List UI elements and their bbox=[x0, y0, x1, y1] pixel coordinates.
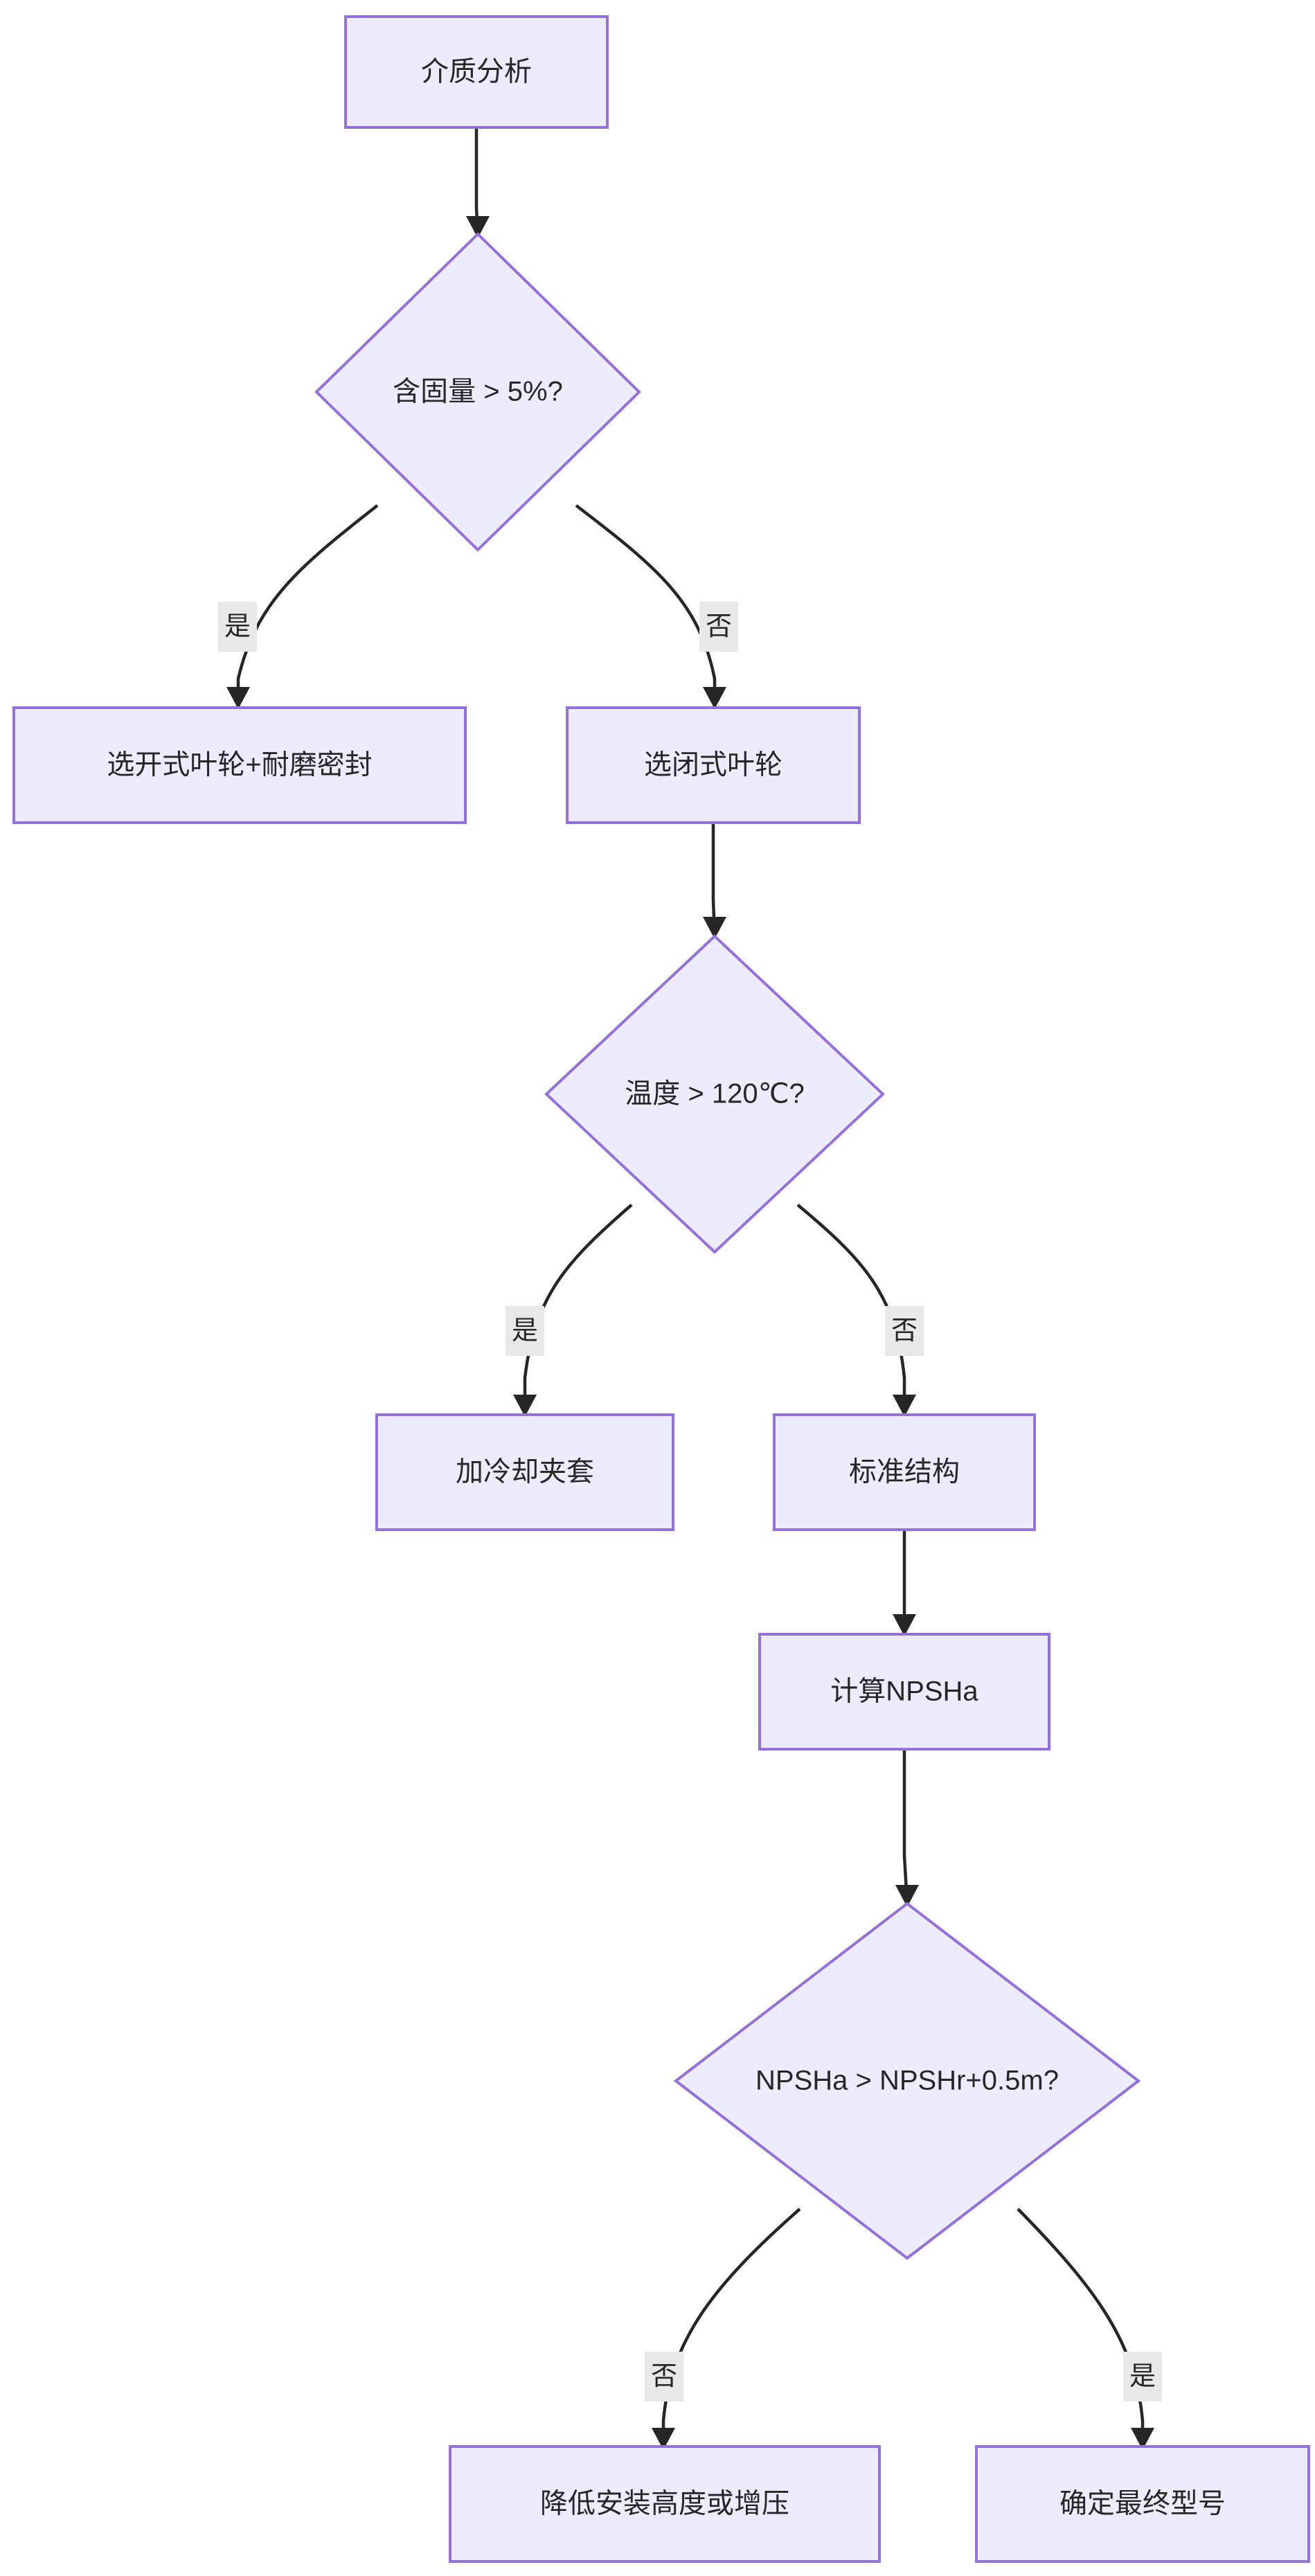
edge-label-text: 否 bbox=[651, 2362, 677, 2391]
flow-edge bbox=[703, 823, 726, 939]
process-box[interactable] bbox=[12, 706, 467, 824]
flow-node-n3[interactable]: 选开式叶轮+耐磨密封 bbox=[12, 706, 467, 824]
decision-diamond[interactable] bbox=[673, 1902, 1141, 2260]
edge-arrowhead bbox=[226, 687, 250, 709]
edge-line bbox=[1017, 2208, 1145, 2444]
flow-node-n1[interactable]: 介质分析 bbox=[344, 15, 609, 129]
flow-edge bbox=[575, 504, 726, 709]
edge-line bbox=[236, 504, 379, 703]
flow-node-n8[interactable]: 计算NPSHa bbox=[758, 1633, 1050, 1751]
edge-arrowhead bbox=[466, 216, 490, 238]
process-box[interactable] bbox=[773, 1413, 1036, 1531]
node-label: 加冷却夹套 bbox=[456, 1457, 594, 1487]
edge-label: 是 bbox=[1123, 2352, 1162, 2401]
edge-arrowhead bbox=[893, 1614, 916, 1636]
node-label: 选闭式叶轮 bbox=[644, 750, 782, 780]
flow-edge bbox=[1017, 2208, 1154, 2450]
node-label: 含固量 > 5%? bbox=[393, 377, 563, 407]
process-box[interactable] bbox=[566, 706, 861, 824]
edge-arrowhead bbox=[703, 687, 726, 709]
flow-edge bbox=[513, 1204, 633, 1417]
node-label: 温度 > 120℃? bbox=[625, 1079, 805, 1109]
flow-node-n5[interactable]: 温度 > 120℃? bbox=[544, 934, 885, 1254]
edge-line bbox=[902, 1749, 909, 1904]
process-box[interactable] bbox=[758, 1633, 1050, 1751]
edge-line bbox=[661, 2208, 801, 2444]
edge-label-text: 否 bbox=[891, 1316, 918, 1345]
process-box[interactable] bbox=[449, 2445, 881, 2563]
edge-label-background bbox=[699, 602, 738, 652]
flow-node-n11[interactable]: 确定最终型号 bbox=[975, 2445, 1310, 2563]
flow-node-n10[interactable]: 降低安装高度或增压 bbox=[449, 2445, 881, 2563]
edge-label-background bbox=[885, 1306, 924, 1356]
flow-edge bbox=[226, 504, 379, 709]
flow-edge bbox=[466, 127, 490, 238]
edge-label-background bbox=[1123, 2352, 1162, 2401]
edge-labels-layer: 是否是否否是 bbox=[218, 602, 1162, 2401]
edge-label: 否 bbox=[885, 1306, 924, 1356]
flow-edge bbox=[796, 1204, 916, 1417]
process-box[interactable] bbox=[375, 1413, 674, 1531]
flow-edge bbox=[652, 2208, 801, 2450]
edge-arrowhead bbox=[513, 1395, 537, 1417]
decision-diamond[interactable] bbox=[314, 232, 641, 552]
edge-line bbox=[796, 1204, 906, 1410]
flow-node-n9[interactable]: NPSHa > NPSHr+0.5m? bbox=[673, 1902, 1141, 2260]
edge-label: 是 bbox=[218, 602, 257, 652]
edge-line bbox=[523, 1204, 633, 1410]
edge-label-text: 是 bbox=[512, 1316, 538, 1345]
edge-arrowhead bbox=[703, 917, 726, 939]
decision-diamond[interactable] bbox=[544, 934, 885, 1254]
flow-node-n2[interactable]: 含固量 > 5%? bbox=[314, 232, 641, 552]
edge-arrowhead bbox=[893, 1395, 916, 1417]
process-box[interactable] bbox=[344, 15, 609, 129]
node-label: 计算NPSHa bbox=[830, 1676, 978, 1707]
node-label: NPSHa > NPSHr+0.5m? bbox=[755, 2066, 1059, 2096]
edge-label: 否 bbox=[645, 2352, 683, 2401]
edge-label-background bbox=[645, 2352, 683, 2401]
node-label: 降低安装高度或增压 bbox=[540, 2489, 789, 2519]
flow-node-n7[interactable]: 标准结构 bbox=[773, 1413, 1036, 1531]
node-label: 确定最终型号 bbox=[1059, 2489, 1226, 2519]
edge-label: 是 bbox=[506, 1306, 544, 1356]
edge-label-background bbox=[506, 1306, 544, 1356]
flow-node-n4[interactable]: 选闭式叶轮 bbox=[566, 706, 861, 824]
edge-arrowhead bbox=[652, 2428, 675, 2450]
node-label: 标准结构 bbox=[849, 1457, 960, 1487]
edge-label-background bbox=[218, 602, 257, 652]
edge-label: 否 bbox=[699, 602, 738, 652]
edge-label-text: 是 bbox=[1129, 2362, 1156, 2391]
edge-arrowhead bbox=[1131, 2428, 1154, 2450]
node-label: 介质分析 bbox=[421, 57, 532, 87]
node-label: 选开式叶轮+耐磨密封 bbox=[107, 750, 372, 780]
edges-layer bbox=[226, 127, 1154, 2450]
flow-edge bbox=[895, 1749, 919, 1907]
edge-label-text: 否 bbox=[706, 612, 732, 641]
edge-line bbox=[575, 504, 717, 703]
flow-node-n6[interactable]: 加冷却夹套 bbox=[375, 1413, 674, 1531]
flow-edge bbox=[893, 1530, 916, 1636]
edge-label-text: 是 bbox=[224, 612, 251, 641]
process-box[interactable] bbox=[975, 2445, 1310, 2563]
edge-arrowhead bbox=[895, 1885, 919, 1907]
